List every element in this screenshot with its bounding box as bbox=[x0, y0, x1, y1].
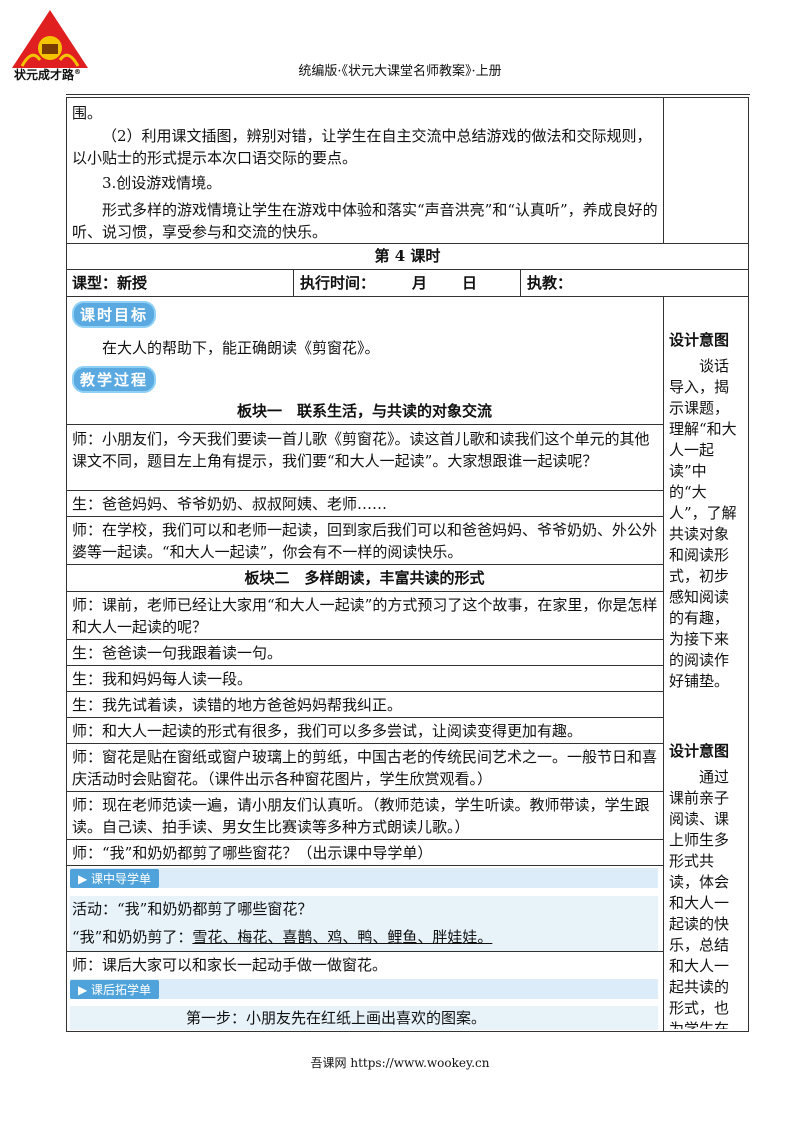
dialog-line: 生：爸爸妈妈、爷爷奶奶、叔叔阿姨、老师…… bbox=[72, 495, 388, 513]
page-footer: 吾课网 https://www.wookey.cn bbox=[310, 1056, 490, 1070]
side-title-2: 设计意图 bbox=[669, 742, 730, 760]
guide-in-class-box bbox=[70, 896, 658, 951]
process-badge: 教学过程 bbox=[72, 366, 157, 393]
divider bbox=[66, 424, 663, 425]
divider bbox=[66, 490, 663, 491]
logo-text: 状元成才路® bbox=[14, 68, 82, 82]
divider bbox=[66, 691, 663, 692]
divider bbox=[66, 564, 663, 565]
divider bbox=[66, 865, 663, 866]
divider bbox=[66, 951, 663, 952]
guide-after-class-tag: ▶ 课后拓学单 bbox=[70, 980, 160, 999]
text-line: 围。 bbox=[72, 104, 103, 122]
divider bbox=[663, 296, 664, 1032]
dialog-line: 师：和大人一起读的形式有很多，我们可以多多尝试，让阅读变得更加有趣。 bbox=[72, 722, 583, 740]
exec-time-label: 执行时间： bbox=[300, 274, 376, 292]
divider bbox=[66, 243, 749, 244]
guide-in-class-tag: ▶ 课中导学单 bbox=[70, 869, 160, 888]
month-label: 月 bbox=[412, 274, 428, 292]
guide-in-class-bar: ▶ 课中导学单 bbox=[70, 868, 658, 888]
lesson-title: 第 4 课时 bbox=[374, 247, 441, 265]
day-label: 日 bbox=[462, 274, 478, 292]
dialog-line: 师：在学校，我们可以和老师一起读，回到家后我们可以和爸爸妈妈、爷爷奶奶、外公外婆… bbox=[72, 521, 658, 561]
dialog-line: 师：小朋友们，今天我们要读一首儿歌《剪窗花》。读这首儿歌和读我们这个单元的其他课… bbox=[72, 430, 650, 470]
guide-after-class-bar: ▶ 课后拓学单 bbox=[70, 979, 658, 999]
paragraph: 形式多样的游戏情境让学生在游戏中体验和落实“声音洪亮”和“认真听”，养成良好的听… bbox=[72, 201, 658, 241]
dialog-line: 师：窗花是贴在窗纸或窗户玻璃上的剪纸，中国古老的传统民间艺术之一。一般节日和喜庆… bbox=[72, 748, 658, 788]
goal-badge: 课时目标 bbox=[72, 301, 157, 328]
side-title-1: 设计意图 bbox=[669, 331, 730, 349]
divider bbox=[66, 743, 663, 744]
dialog-line: 师：课后大家可以和家长一起动手做一做窗花。 bbox=[72, 956, 388, 974]
step-text: 第一步：小朋友先在红纸上画出喜欢的图案。 bbox=[186, 1009, 487, 1027]
dialog-line: 生：我先试着读，读错的地方爸爸妈妈帮我纠正。 bbox=[72, 696, 403, 714]
side-text-1: 谈话导入，揭示课题，理解“和大人一起读”中的“大人”，了解共读对象和阅读形式，初… bbox=[669, 357, 737, 690]
divider bbox=[663, 97, 664, 243]
side-text-2: 通过课前亲子阅读、课上师生多形式共读，体会和大人一起读的快乐，总结和大人一起共读… bbox=[669, 768, 730, 1029]
divider bbox=[66, 516, 663, 517]
divider bbox=[66, 591, 663, 592]
paragraph: （2）利用课文插图，辨别对错，让学生在自主交流中总结游戏的做法和交际规则，以小贴… bbox=[72, 127, 652, 167]
list-item: 3.创设游戏情境。 bbox=[102, 174, 222, 192]
divider bbox=[66, 296, 749, 297]
divider bbox=[293, 269, 294, 296]
goal-text: 在大人的帮助下，能正确朗读《剪窗花》。 bbox=[102, 339, 380, 357]
divider bbox=[66, 791, 663, 792]
lesson-type: 课型：新授 bbox=[72, 274, 148, 292]
divider bbox=[66, 839, 663, 840]
divider bbox=[66, 665, 663, 666]
block2-title: 板块二 多样朗读，丰富共读的形式 bbox=[244, 569, 485, 587]
dialog-line: 师：现在老师范读一遍，请小朋友们认真听。（教师范读，学生听读。教师带读，学生跟读… bbox=[72, 796, 650, 836]
dialog-line: 师：课前，老师已经让大家用“和大人一起读”的方式预习了这个故事，在家里，你是怎样… bbox=[72, 596, 658, 636]
activity-answer: “我”和奶奶剪了：雪花、梅花、喜鹊、鸡、鸭、鲤鱼、胖娃娃。 bbox=[72, 928, 493, 946]
dialog-line: 师：“我”和奶奶都剪了哪些窗花？（出示课中导学单） bbox=[72, 844, 433, 862]
page-header-title: 统编版·《状元大课堂名师教案》·上册 bbox=[298, 64, 502, 79]
divider bbox=[520, 269, 521, 296]
logo-emblem-icon bbox=[12, 10, 88, 68]
block1-title: 板块一 联系生活，与共读的对象交流 bbox=[236, 402, 492, 420]
divider bbox=[66, 639, 663, 640]
divider bbox=[66, 717, 663, 718]
dialog-line: 生：爸爸读一句我跟着读一句。 bbox=[72, 644, 283, 662]
dialog-line: 生：我和妈妈每人读一段。 bbox=[72, 670, 253, 688]
activity-question: 活动：“我”和奶奶都剪了哪些窗花？ bbox=[72, 900, 313, 918]
divider bbox=[66, 269, 749, 270]
teacher-label: 执教： bbox=[527, 274, 573, 292]
header-rule bbox=[66, 94, 750, 95]
guide-after-class-box bbox=[70, 1006, 658, 1030]
